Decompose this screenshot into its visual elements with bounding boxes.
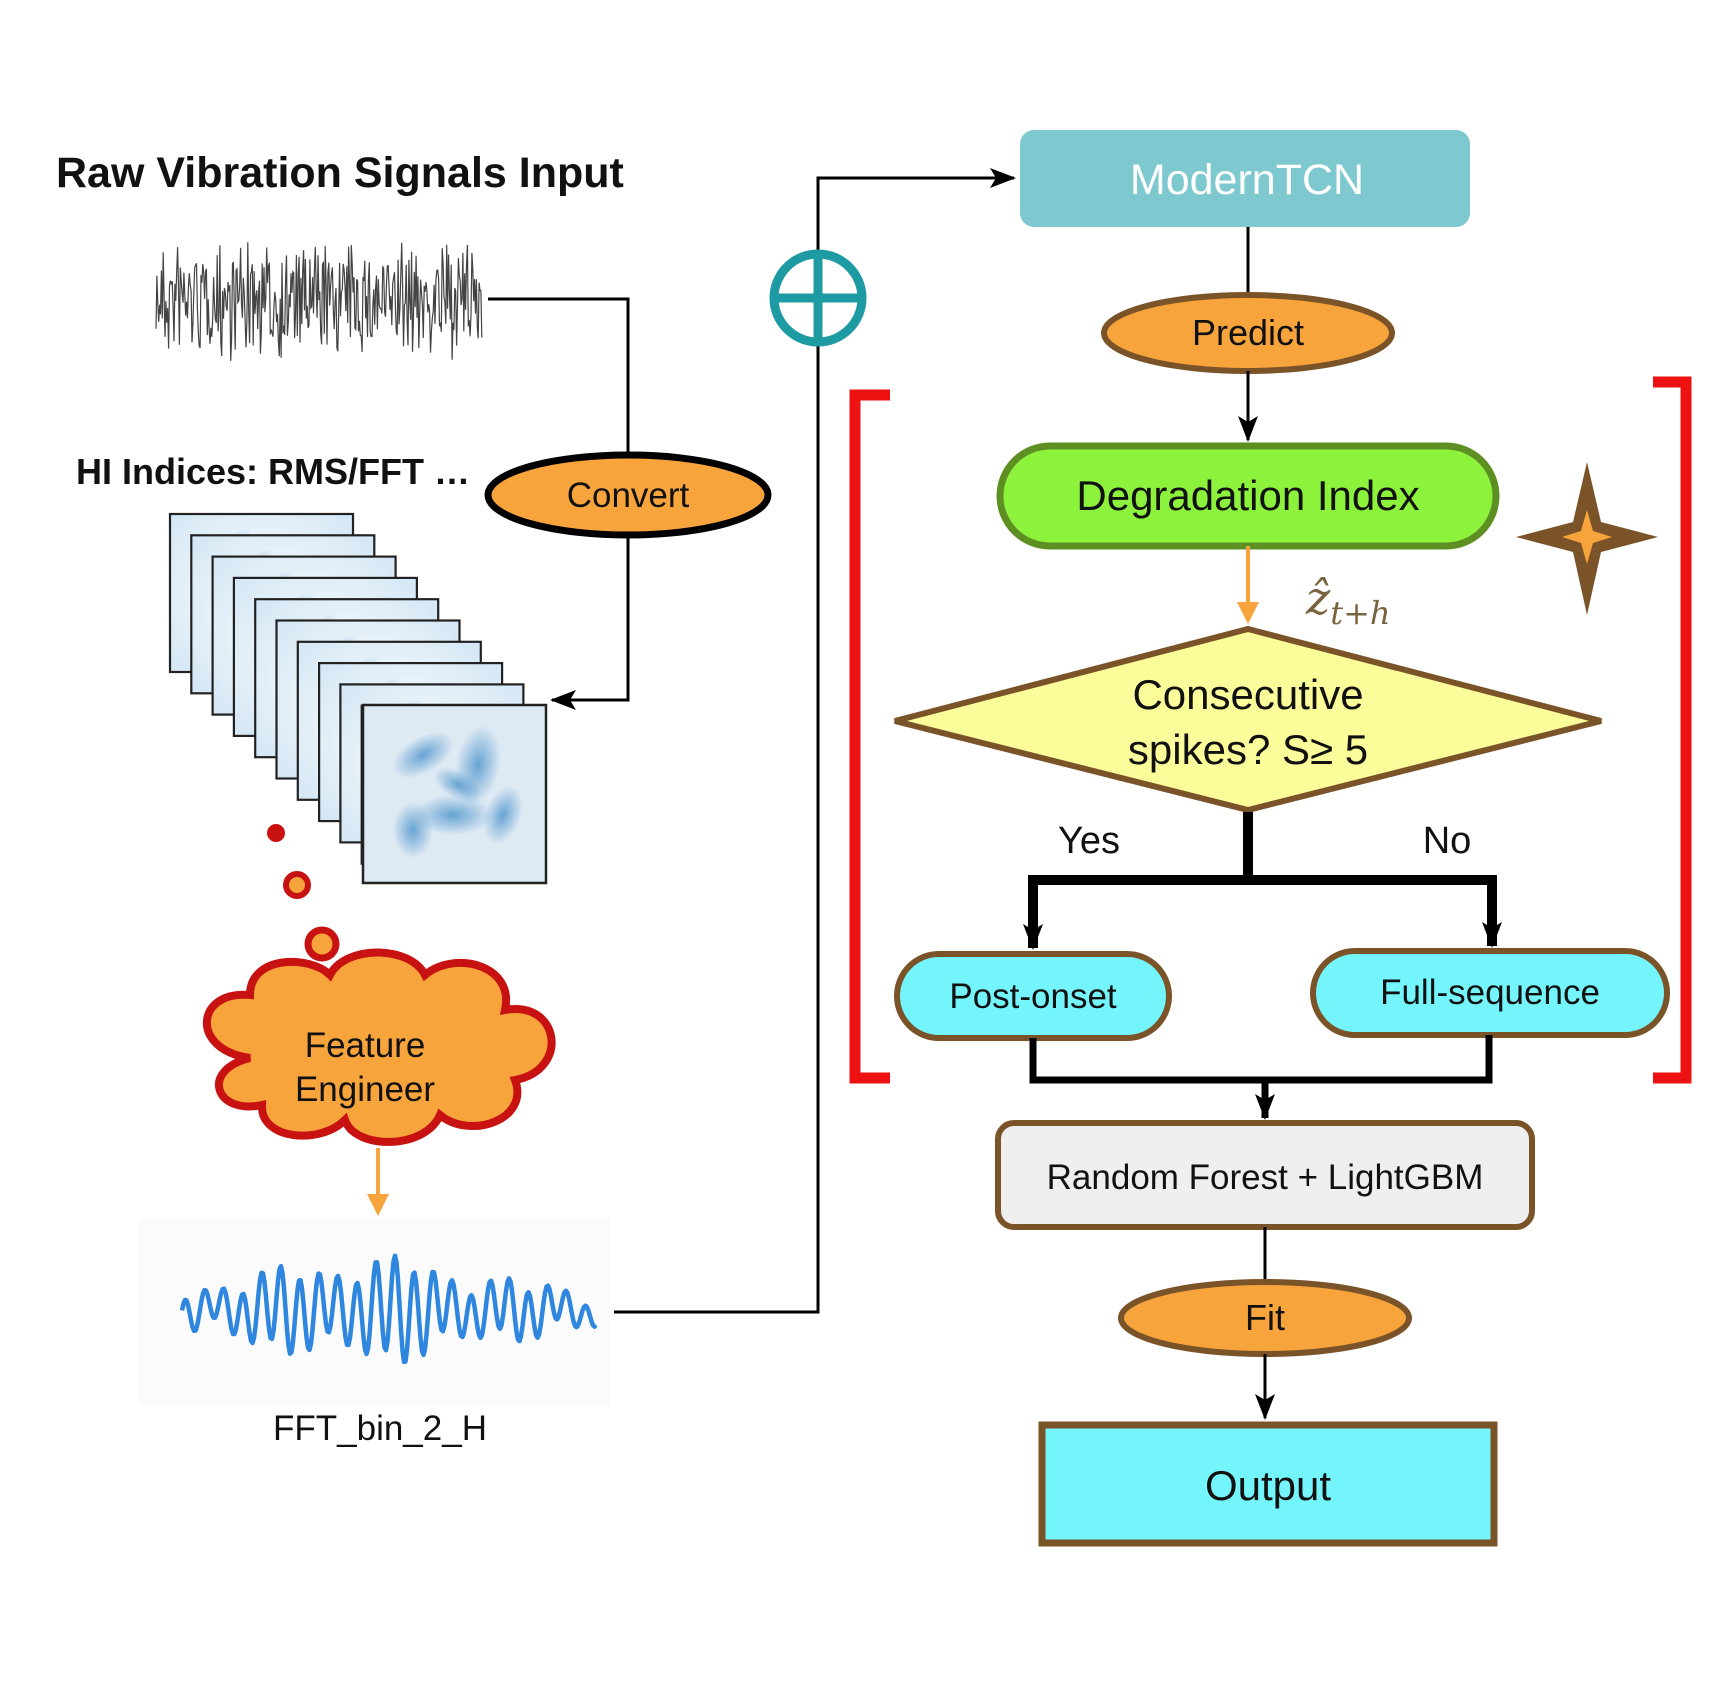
convert-node: Convert [484, 451, 772, 539]
rf-lightgbm-label: Random Forest + LightGBM [1047, 1158, 1484, 1197]
hi-tile-front [361, 703, 548, 885]
no-label: No [1423, 820, 1472, 862]
zhat-subscript: t+h [1330, 594, 1390, 632]
rf-lightgbm-node: Random Forest + LightGBM [995, 1120, 1535, 1230]
fit-node: Fit [1118, 1279, 1412, 1357]
feature-engineer-cloud [202, 948, 556, 1146]
fft-bin-wave [179, 1253, 598, 1365]
degradation-index-node: Degradation Index [996, 442, 1500, 550]
output-label: Output [1205, 1462, 1331, 1509]
hi-tile-stack [168, 512, 548, 885]
degradation-label: Degradation Index [1076, 472, 1419, 519]
fit-label: Fit [1245, 1297, 1285, 1338]
hi-indices-title: HI Indices: RMS/FFT … [76, 451, 470, 492]
connector-post-onset-merge [1029, 1035, 1493, 1084]
connector-branch-no [1248, 875, 1502, 948]
moderntcn-label: ModernTCN [1130, 156, 1364, 204]
yes-label: Yes [1058, 820, 1120, 862]
dot-2 [283, 871, 311, 899]
fft-wave-panel [138, 1218, 610, 1406]
moderntcn-node: ModernTCN [1020, 130, 1470, 227]
convert-label: Convert [567, 476, 690, 515]
connector-convert-to-tiles [550, 530, 630, 710]
decision-label-line1: Consecutive [1132, 671, 1363, 718]
left-bracket [849, 389, 890, 1084]
decision-label-line2: spikes? S≥ 5 [1128, 726, 1368, 773]
raw-signals-title: Raw Vibration Signals Input [56, 149, 624, 197]
raw-vibration-signal [155, 242, 483, 361]
four-point-star-icon [1516, 462, 1658, 615]
connector-fft-to-moderntcn [614, 168, 1016, 1314]
feature-label-line1: Feature [305, 1026, 426, 1065]
post-onset-node: Post-onset [894, 951, 1172, 1041]
predict-label: Predict [1192, 312, 1304, 353]
ellipsis-dots [267, 824, 340, 962]
connector-branch-yes [1023, 875, 1248, 950]
feature-engineer-node: Feature Engineer [202, 948, 556, 1146]
output-node: Output [1038, 1421, 1498, 1547]
full-sequence-node: Full-sequence [1310, 948, 1670, 1038]
post-onset-label: Post-onset [949, 977, 1117, 1016]
connector-raw-to-convert [488, 297, 630, 460]
fft-caption: FFT_bin_2_H [273, 1409, 487, 1448]
full-sequence-label: Full-sequence [1380, 973, 1600, 1012]
zhat-symbol: ẑt+h [1305, 571, 1391, 632]
predict-node: Predict [1101, 292, 1395, 374]
dot-3 [304, 926, 340, 962]
right-bracket [1653, 376, 1692, 1084]
feature-label-line2: Engineer [295, 1070, 435, 1109]
dot-1 [267, 824, 285, 842]
spike-decision-node: Consecutive spikes? S≥ 5 [894, 625, 1602, 814]
circled-plus-icon [769, 249, 867, 347]
